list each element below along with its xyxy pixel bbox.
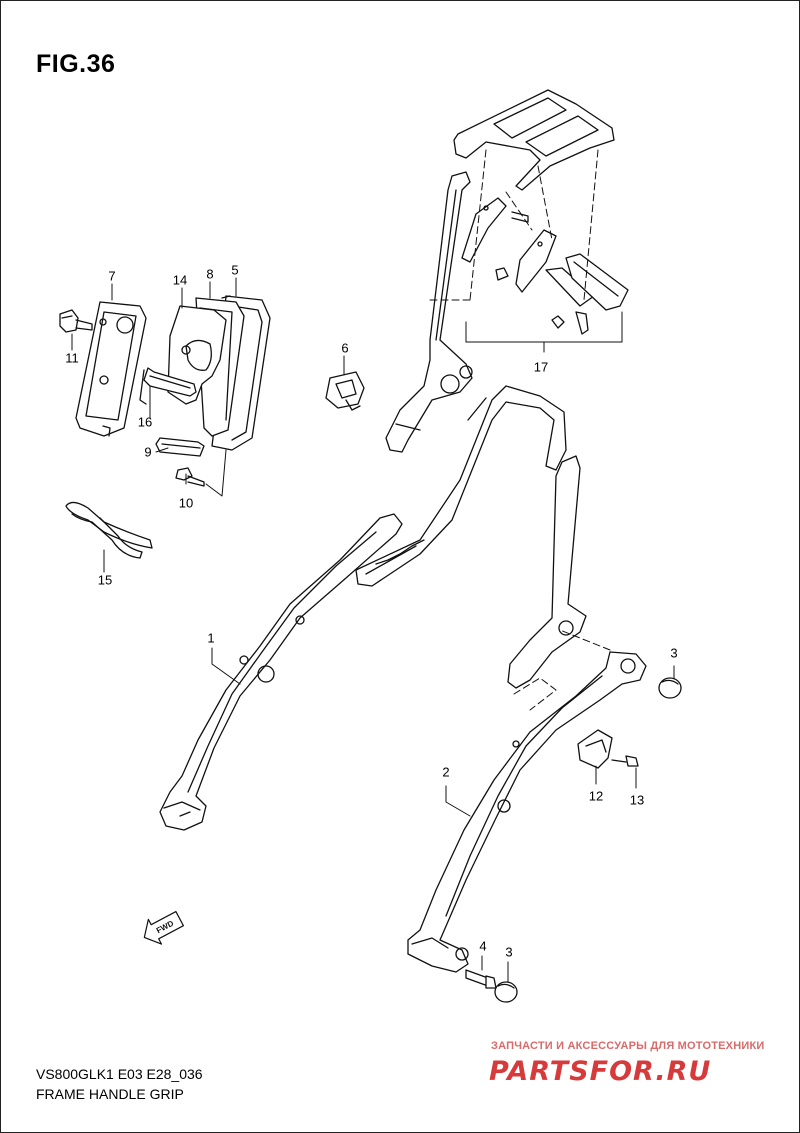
part-3-cap-lower: [494, 981, 518, 1003]
part-9-cushion-block: [155, 437, 205, 457]
part-2-right-frame: [407, 455, 647, 973]
part-4-bolt: [465, 969, 497, 989]
callout-9: 9: [144, 444, 152, 460]
part-17-upright-bar: [385, 171, 473, 453]
callout-13: 13: [629, 792, 645, 808]
leader-lines: [71, 277, 675, 983]
figure-title: FIG.36: [36, 50, 116, 78]
callout-17-bracket: [465, 311, 623, 353]
callout-15: 15: [97, 572, 113, 588]
callout-11: 11: [65, 350, 79, 366]
model-code: VS800GLK1 E03 E28_036: [36, 1066, 203, 1082]
part-13-screw: [611, 755, 639, 767]
part-17-hinge-bracket: [545, 253, 629, 335]
callout-14: 14: [172, 272, 188, 288]
callout-17: 17: [533, 359, 549, 375]
part-10-screw: [175, 467, 205, 487]
part-6-clamp: [325, 371, 365, 411]
callout-1: 1: [207, 630, 215, 646]
callout-10: 10: [178, 495, 194, 511]
part-1-left-frame: [159, 385, 567, 831]
callout-7: 7: [108, 268, 116, 284]
callout-3-lower: 3: [505, 944, 513, 960]
callout-12: 12: [588, 788, 604, 804]
callout-2: 2: [442, 764, 450, 780]
alignment-guides: [425, 149, 599, 301]
callout-8: 8: [206, 266, 214, 282]
callout-16: 16: [137, 414, 153, 430]
callout-6: 6: [341, 340, 349, 356]
part-7-backrest-plate: [75, 301, 147, 437]
watermark-logo: PARTSFOR.RU: [489, 1056, 712, 1087]
part-16-strap: [139, 367, 197, 405]
dashed-link-frame-2: [513, 629, 611, 711]
part-17-bracket-plates: [461, 197, 557, 293]
part-12-bracket: [577, 729, 613, 769]
part-14-pad-cover: [167, 305, 227, 405]
part-15-pliers: [65, 501, 153, 559]
fwd-direction-arrow: FWD: [143, 910, 185, 945]
part-17-luggage-rack: [453, 89, 615, 191]
part-11-bolt: [59, 309, 93, 333]
model-name: FRAME HANDLE GRIP: [36, 1086, 184, 1102]
callout-3-upper: 3: [670, 645, 678, 661]
watermark-subtitle: ЗАПЧАСТИ И АКСЕССУАРЫ ДЛЯ МОТОТЕХНИКИ: [491, 1040, 765, 1052]
part-3-cap-upper: [658, 677, 682, 699]
callout-5: 5: [231, 262, 239, 278]
callout-4: 4: [479, 938, 487, 954]
